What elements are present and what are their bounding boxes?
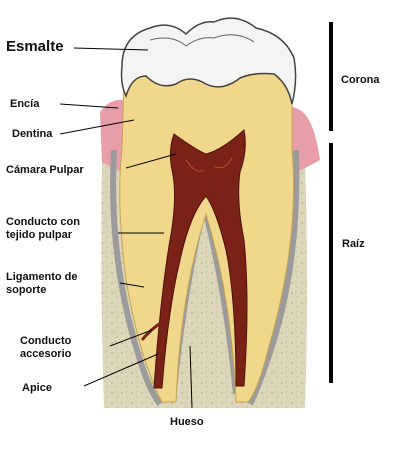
label-accessory-canal: Conducto accesorio [20,335,72,360]
label-bone: Hueso [170,416,204,428]
label-ligament: Ligamento de soporte [6,271,78,296]
label-enamel: Esmalte [6,38,64,55]
enamel [120,17,297,105]
label-crown: Corona [341,74,380,86]
pointer-lines [59,47,193,409]
pulp-chamber [153,129,248,389]
label-pulp-chamber: Cámara Pulpar [6,164,84,176]
ligament [110,149,163,406]
ligament [247,149,300,406]
label-dentin: Dentina [12,128,53,140]
label-root: Raíz [342,238,365,250]
label-canal: Conducto con tejido pulpar [6,216,80,241]
label-apex: Apice [22,382,52,394]
label-gum: Encía [10,98,40,110]
